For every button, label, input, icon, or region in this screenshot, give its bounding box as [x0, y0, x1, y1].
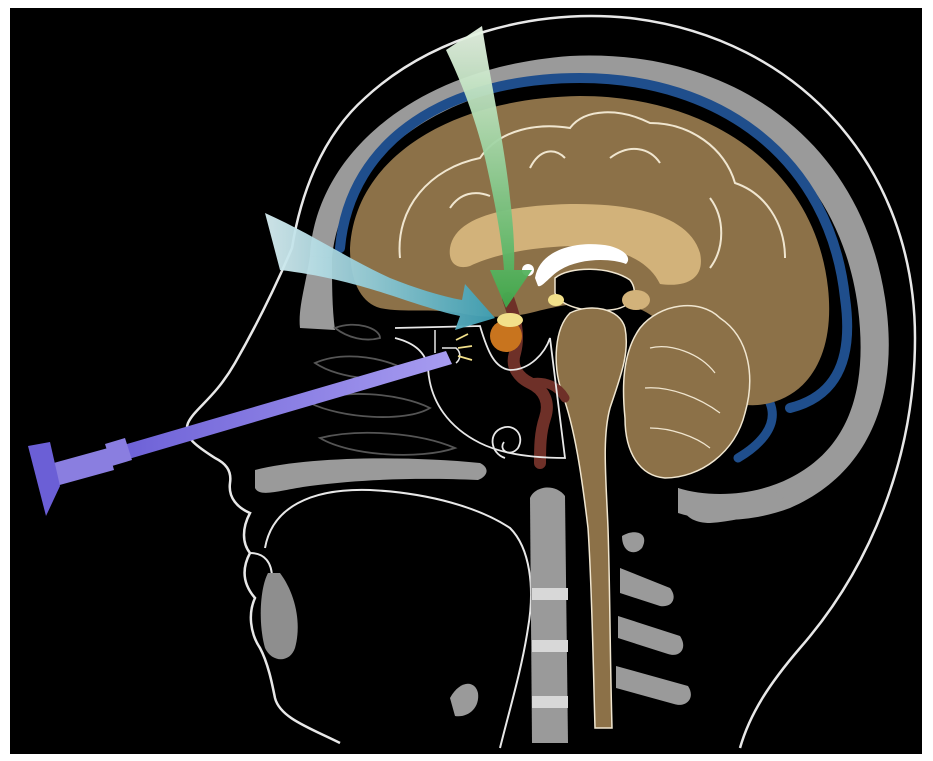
- pineal-gland: [622, 290, 650, 310]
- endonasal-arrow-base: [28, 442, 60, 516]
- pituitary-highlight: [497, 313, 523, 327]
- endoscope-light-rays: [456, 334, 472, 360]
- sagittal-head-diagram: [10, 8, 922, 754]
- optic-chiasm: [548, 294, 564, 306]
- thalamus: [555, 269, 634, 310]
- hard-palate: [255, 458, 487, 492]
- cervical-spine: [530, 488, 568, 743]
- tongue-outline: [265, 490, 531, 748]
- lower-incisor: [261, 573, 298, 659]
- endonasal-arrow-grip: [50, 438, 132, 486]
- spinous-processes: [616, 532, 691, 705]
- endonasal-approach-arrow: [110, 351, 452, 463]
- hyoid-bone: [450, 684, 478, 716]
- diagram-canvas: [10, 8, 922, 754]
- cerebellum: [624, 306, 750, 478]
